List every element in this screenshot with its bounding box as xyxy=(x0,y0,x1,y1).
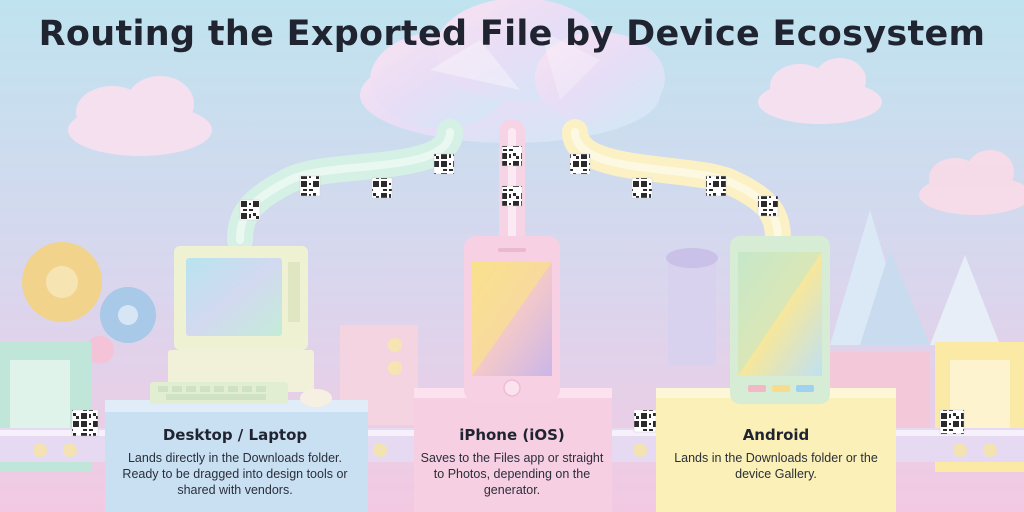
android-card: Android Lands in the Downloads folder or… xyxy=(660,426,892,482)
small-cloud-right xyxy=(758,58,882,124)
desktop-card: Desktop / Laptop Lands directly in the D… xyxy=(110,426,360,498)
mountains xyxy=(830,210,1000,345)
iphone-icon xyxy=(464,236,560,402)
android-phone-icon xyxy=(730,236,830,404)
desktop-computer-icon xyxy=(150,246,332,407)
desktop-card-description: Lands directly in the Downloads folder. … xyxy=(122,451,348,497)
page-title: Routing the Exported File by Device Ecos… xyxy=(38,14,986,54)
qr-code-icon xyxy=(239,145,779,221)
iphone-card: iPhone (iOS) Saves to the Files app or s… xyxy=(418,426,606,498)
gear-icon xyxy=(22,242,156,364)
desktop-card-title: Desktop / Laptop xyxy=(162,426,308,444)
machine-right xyxy=(668,255,716,365)
iphone-card-description: Saves to the Files app or straight to Ph… xyxy=(420,451,604,497)
android-card-title: Android xyxy=(742,426,810,444)
iphone-card-title: iPhone (iOS) xyxy=(459,426,565,444)
cloud-icon xyxy=(360,0,665,143)
android-card-description: Lands in the Downloads folder or the dev… xyxy=(674,451,878,481)
small-cloud-left xyxy=(68,76,212,156)
small-cloud-far-right xyxy=(919,150,1024,215)
